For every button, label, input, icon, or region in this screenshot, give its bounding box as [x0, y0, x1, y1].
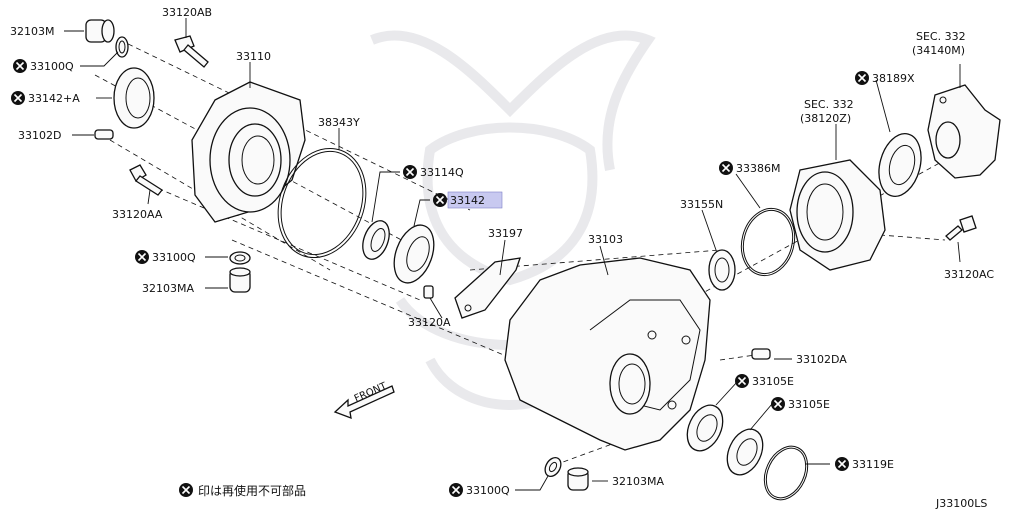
plug-32103m — [85, 19, 115, 43]
label-33114q: 33114Q — [420, 166, 464, 179]
part-labels: 32103M 33120AB 33100Q 33110 33142+A 3310… — [10, 6, 994, 498]
plug-32103ma-bottom — [567, 467, 589, 491]
oring-33119e — [763, 445, 809, 501]
seal-33114q — [362, 220, 390, 260]
non-reusable-mark-icon — [718, 160, 734, 176]
label-33110: 33110 — [236, 50, 271, 63]
pin-33102da — [751, 348, 771, 360]
non-reusable-mark-icon — [854, 70, 870, 86]
washer-33155n — [708, 249, 736, 291]
washer-33100q-top — [115, 36, 129, 58]
label-33120a: 33120A — [408, 316, 451, 329]
diagram-code: J33100LS — [935, 497, 987, 510]
label-sec332-34140m-line2: (34140M) — [912, 44, 965, 57]
non-reusable-mark-icon — [134, 249, 150, 265]
bolt-33120ac — [945, 215, 977, 241]
legend-note: 印は再使用不可部品 — [178, 482, 306, 498]
label-33142a: 33142+A — [28, 92, 80, 105]
non-reusable-mark-icon — [770, 396, 786, 412]
label-33105e-2: 33105E — [788, 398, 830, 411]
carrier-38120z — [789, 159, 886, 271]
label-32103ma-left: 32103MA — [142, 282, 194, 295]
label-33105e-1: 33105E — [752, 375, 794, 388]
label-33120ac: 33120AC — [944, 268, 994, 281]
highlight-box — [447, 191, 503, 209]
seal-33142 — [393, 224, 435, 284]
label-33100q-bottom: 33100Q — [466, 484, 510, 497]
label-33386m: 33386M — [736, 162, 780, 175]
label-32103m: 32103M — [10, 25, 54, 38]
label-33119e: 33119E — [852, 458, 894, 471]
seal-33105e-1 — [686, 404, 724, 452]
bolt-33120aa — [129, 164, 163, 196]
label-sec332-38120z-line2: (38120Z) — [800, 112, 851, 125]
label-33103: 33103 — [588, 233, 623, 246]
label-33197: 33197 — [488, 227, 523, 240]
seal-33142a — [113, 67, 155, 129]
label-sec332-34140m-line1: SEC. 332 — [916, 30, 966, 43]
non-reusable-mark-icon — [734, 373, 750, 389]
non-reusable-mark-icon — [432, 192, 448, 208]
bracket-33197 — [454, 257, 521, 319]
seal-38189x — [878, 133, 922, 197]
label-33120aa: 33120AA — [112, 208, 163, 221]
front-direction-arrow: FRONT — [333, 380, 395, 420]
label-38189x: 38189X — [872, 72, 915, 85]
label-sec332-38120z-line1: SEC. 332 — [804, 98, 854, 111]
cover-33110 — [191, 81, 306, 223]
non-reusable-mark-icon — [834, 456, 850, 472]
non-reusable-mark-icon — [402, 164, 418, 180]
label-33102da: 33102DA — [796, 353, 847, 366]
bolt-33120a — [423, 285, 434, 299]
non-reusable-mark-icon — [178, 482, 194, 498]
bolt-33120ab — [174, 35, 209, 68]
non-reusable-mark-icon — [448, 482, 464, 498]
non-reusable-mark-icon — [10, 90, 26, 106]
legend-note-text: 印は再使用不可部品 — [198, 483, 306, 498]
oring-33386m — [740, 207, 796, 277]
housing-33103 — [504, 257, 711, 451]
label-32103ma-bottom: 32103MA — [612, 475, 664, 488]
label-33102d: 33102D — [18, 129, 61, 142]
label-33100q-top: 33100Q — [30, 60, 74, 73]
pin-33102d — [94, 129, 114, 140]
washer-33100q-bottom — [544, 457, 562, 477]
label-33120ab: 33120AB — [162, 6, 212, 19]
label-33142-highlighted: 33142 — [450, 194, 485, 207]
flange-34140m — [927, 84, 1001, 179]
leader-lines — [64, 18, 961, 491]
oring-38343y — [277, 147, 367, 259]
label-33155n: 33155N — [680, 198, 723, 211]
non-reusable-mark-icon — [12, 58, 28, 74]
seal-33105e-2 — [726, 428, 764, 476]
washer-33100q-mid — [229, 251, 251, 265]
label-38343y: 38343Y — [318, 116, 360, 129]
label-33100q-mid: 33100Q — [152, 251, 196, 264]
plug-32103ma-left — [229, 267, 251, 293]
